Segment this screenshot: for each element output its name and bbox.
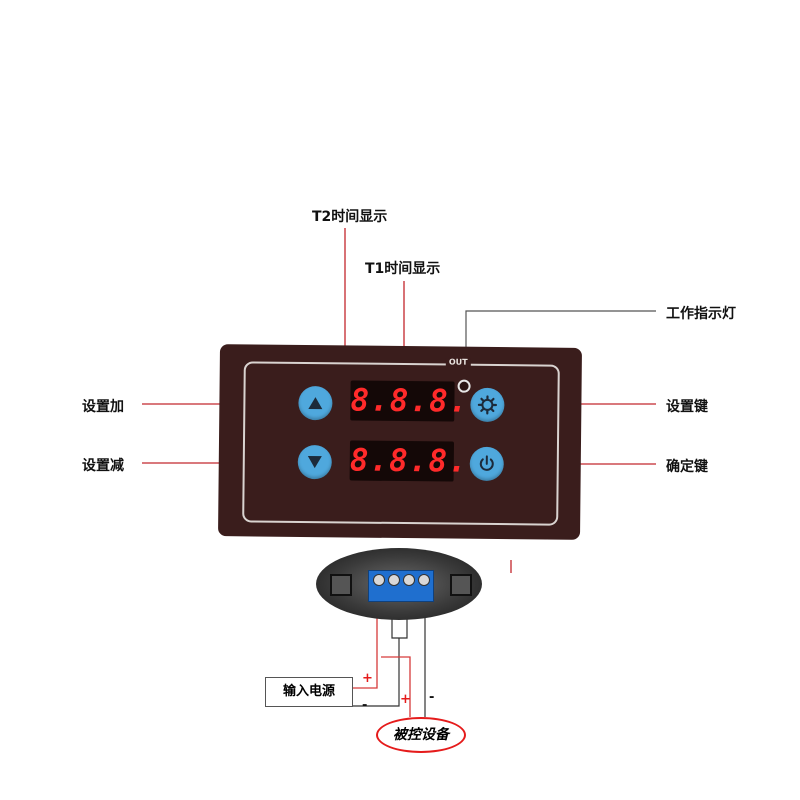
terminal-block — [368, 570, 434, 602]
out-label: OUT — [446, 357, 471, 366]
t1-display-label: T1时间显示 — [365, 258, 440, 278]
terminal-screw — [403, 574, 415, 586]
t2-display: 8.8.8. — [350, 440, 454, 481]
terminal-screw — [418, 574, 430, 586]
gear-icon — [477, 395, 497, 415]
left-clip — [330, 574, 352, 596]
power-minus-sign: - — [362, 698, 367, 713]
controlled-device-label: 被控设备 — [376, 717, 466, 753]
set-key-button[interactable] — [470, 388, 504, 422]
power-input-box: 输入电源 — [265, 677, 353, 707]
t1-digits: 8.8.8. — [350, 380, 454, 421]
t2-digits: 8.8.8. — [350, 440, 454, 481]
set-down-label: 设置减 — [82, 455, 124, 475]
terminal-screw — [388, 574, 400, 586]
set-up-label: 设置加 — [82, 396, 124, 416]
set-down-button[interactable] — [298, 445, 332, 479]
power-plus-sign: + — [362, 671, 373, 686]
confirm-key-button[interactable] — [470, 447, 504, 481]
power-icon — [477, 454, 497, 474]
terminal-block-photo — [316, 548, 482, 620]
up-arrow-icon — [307, 396, 323, 410]
work-indicator-label: 工作指示灯 — [666, 303, 736, 323]
down-arrow-icon — [307, 455, 323, 469]
device-plus-sign: + — [400, 692, 411, 707]
confirm-key-label: 确定键 — [666, 456, 708, 476]
device-minus-sign: - — [429, 690, 434, 705]
controller-panel: OUT 8.8.8. 8.8.8. — [218, 344, 582, 540]
t2-display-label: T2时间显示 — [312, 206, 387, 226]
t1-display: 8.8.8. — [350, 380, 454, 421]
terminal-screw — [373, 574, 385, 586]
set-up-button[interactable] — [298, 386, 332, 420]
right-clip — [450, 574, 472, 596]
set-key-label: 设置键 — [666, 396, 708, 416]
